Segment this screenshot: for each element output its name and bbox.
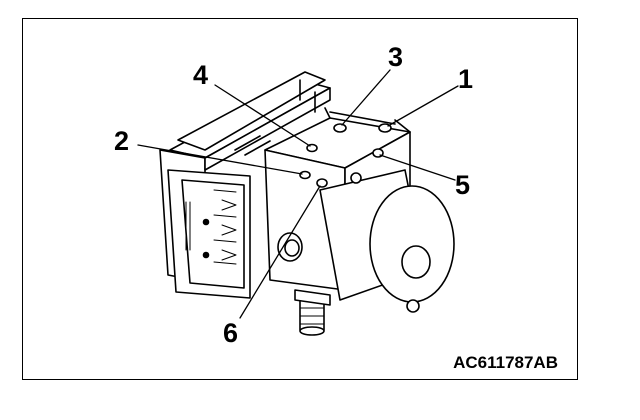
- callout-4: 4: [193, 60, 209, 90]
- callout-3: 3: [388, 42, 404, 72]
- figure-code: AC611787AB: [453, 353, 558, 372]
- port-hole-3: [333, 123, 347, 133]
- ecu-housing: [159, 71, 331, 283]
- leader-line-3: [341, 69, 391, 126]
- leader-line-2: [137, 144, 303, 175]
- port-holes: [299, 123, 392, 188]
- leader-line-5: [379, 154, 456, 181]
- port-hole-6: [316, 178, 328, 188]
- port-hole-2: [299, 170, 311, 180]
- figure-frame: [22, 18, 578, 380]
- callout-2: 2: [114, 126, 130, 156]
- leader-line-4: [214, 84, 311, 147]
- leader-line-6: [239, 185, 321, 319]
- callout-6: 6: [223, 318, 239, 348]
- leader-lines: [137, 69, 459, 319]
- leader-line-1: [387, 85, 459, 127]
- callout-1: 1: [458, 64, 474, 94]
- pump-motor: [277, 169, 455, 313]
- mounting-stud: [294, 289, 331, 336]
- callout-5: 5: [455, 170, 471, 200]
- ecu-connector: [167, 169, 251, 299]
